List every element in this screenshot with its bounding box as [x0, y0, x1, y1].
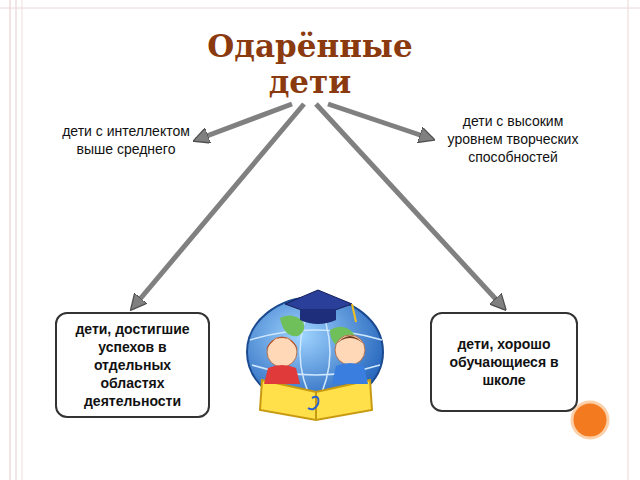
node-text: дети, хорошо обучающиеся в школе	[440, 335, 568, 389]
category-label: дети с интеллектом выше среднего	[62, 122, 190, 158]
frame-line	[10, 0, 11, 480]
category-box: дети, достигшие успехов в отдельных обла…	[55, 312, 210, 418]
girl-head	[267, 337, 297, 367]
book-letter	[308, 397, 318, 409]
node-text: дети с интеллектом выше среднего	[62, 122, 190, 158]
node-text: дети с высоким уровнем творческих способ…	[438, 112, 588, 166]
frame-line	[16, 0, 17, 480]
frame-line	[0, 8, 640, 9]
node-text: дети, достигшие успехов в отдельных обла…	[65, 320, 200, 410]
category-label: дети с высоким уровнем творческих способ…	[438, 112, 588, 166]
girl-body	[264, 365, 300, 384]
boy-head	[335, 335, 365, 365]
node-text: Одарённые дети	[165, 28, 455, 100]
category-box: дети, хорошо обучающиеся в школе	[430, 312, 578, 412]
orange-dot	[572, 402, 608, 438]
open-book	[260, 380, 372, 420]
frame-line	[22, 0, 23, 480]
boy-body	[332, 363, 368, 384]
girl-hair	[266, 337, 298, 350]
graduation-cap	[300, 309, 336, 324]
title-heading: Одарённые дети	[165, 28, 455, 100]
cap-tassel	[352, 304, 356, 322]
boy-hair	[335, 336, 365, 346]
frame-line	[628, 0, 629, 480]
